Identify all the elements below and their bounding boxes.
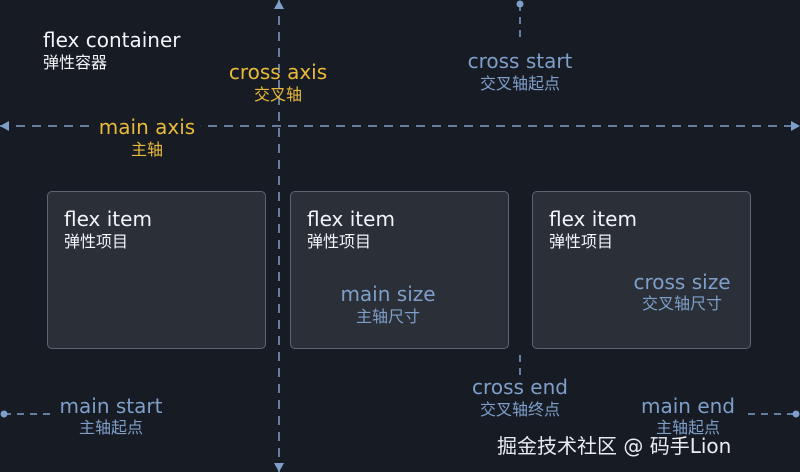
flex-item-2: flex item 弹性项目 [290,191,509,349]
main-end-label-zh: 主轴起点 [655,418,721,437]
flex-item-3: flex item 弹性项目 [532,191,751,349]
cross-axis-arrow-top [274,0,284,9]
flex-item-label-zh: 弹性项目 [549,232,614,251]
flex-item-label: flex item [64,207,152,231]
cross-axis-arrow-bottom [274,463,284,472]
cross-size-label-zh: 交叉轴尺寸 [641,294,723,313]
cross-start-label-zh: 交叉轴起点 [479,74,561,93]
cross-size-label: cross size [633,270,731,294]
flex-item-label-zh: 弹性项目 [307,232,372,251]
flex-item-label: flex item [549,207,637,231]
main-axis-label-zh: 主轴 [130,140,164,159]
cross-axis-label-zh: 交叉轴 [253,85,303,104]
cross-axis-label: cross axis [228,60,328,84]
main-axis-label: main axis [92,117,202,137]
cross-end-label: cross end [472,375,568,399]
watermark: 掘金技术社区 @ 码手Lion [497,434,732,458]
container-label-zh: 弹性容器 [43,53,108,72]
cross-start-label: cross start [467,49,573,73]
main-axis-arrow-right [791,121,800,131]
main-axis-arrow-left [0,121,9,131]
main-size-label-zh: 主轴尺寸 [355,307,421,326]
container-label: flex container [43,28,181,52]
main-end-label: main end [640,394,736,418]
main-start-label: main start [59,394,163,418]
main-end-dot [792,410,800,418]
flex-item-1: flex item 弹性项目 [47,191,266,349]
flex-item-label-zh: 弹性项目 [64,232,129,251]
main-start-label-zh: 主轴起点 [78,418,144,437]
cross-end-label-zh: 交叉轴终点 [479,400,561,419]
main-size-label: main size [340,282,436,306]
flex-item-label: flex item [307,207,395,231]
